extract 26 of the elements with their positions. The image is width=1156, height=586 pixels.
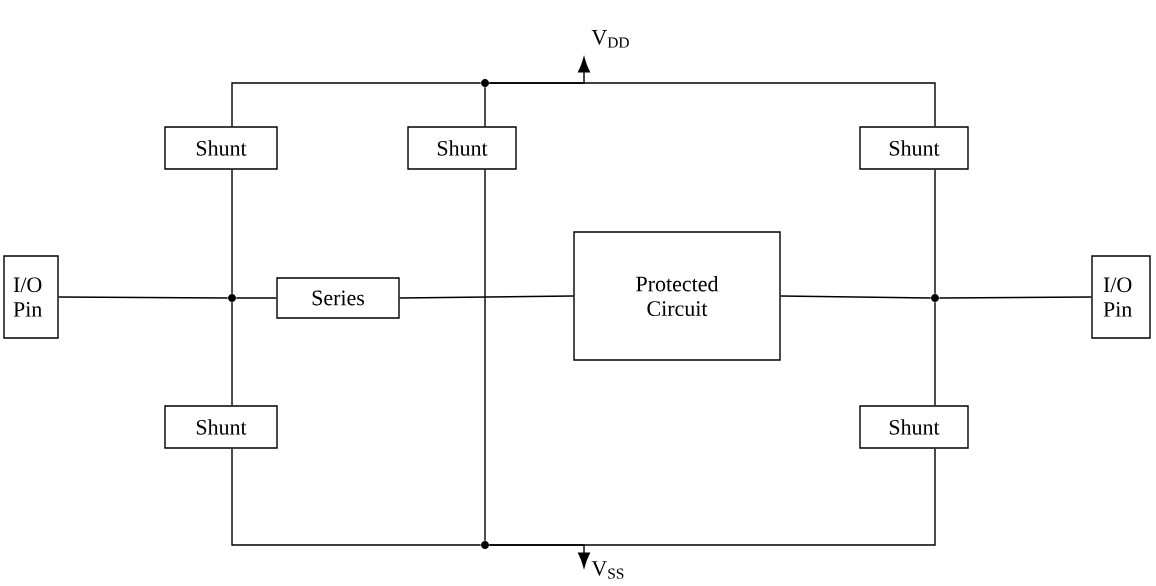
shunt-box: Shunt [164,405,278,449]
series-box: Series [276,277,400,319]
wire [484,169,486,542]
wire [235,297,277,299]
wire [231,301,233,406]
wire [399,295,574,299]
supply-label: V$_{SS}$ [591,561,624,579]
wire [934,301,936,406]
wire [780,295,932,299]
shunt-box: Shunt [407,126,517,170]
supply-label: V$_{DD}$ [591,30,629,48]
io-pin-box: I/O Pin [1091,255,1151,339]
wire [484,86,486,127]
shunt-box: Shunt [859,126,969,170]
wire [934,169,936,295]
io-pin-box: I/O Pin [3,255,59,339]
shunt-box: Shunt [164,126,278,170]
arrow [488,57,590,84]
circuit-box: Protected Circuit [573,231,781,361]
wire [231,82,482,127]
shunt-box: Shunt [859,405,969,449]
arrow [488,544,590,568]
wire [231,169,233,295]
wire [938,296,1092,299]
wire [58,296,229,299]
wire [231,448,482,546]
